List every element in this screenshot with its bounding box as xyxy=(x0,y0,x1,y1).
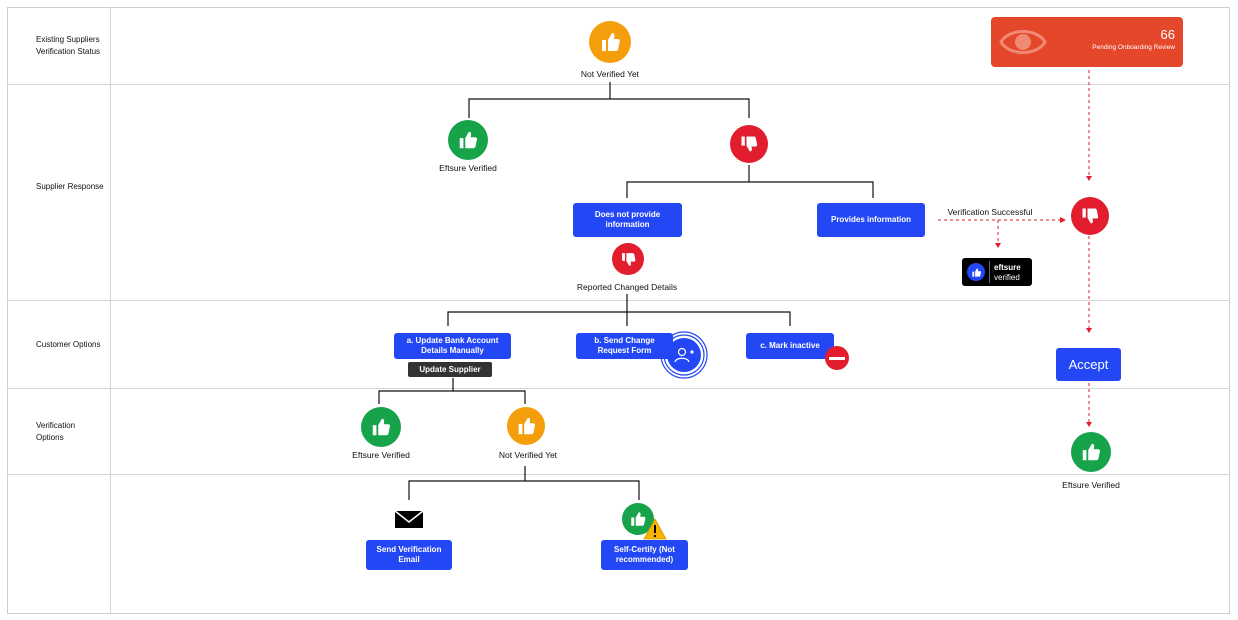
badge-brand: eftsure xyxy=(994,263,1021,272)
node-eftsure-verified-left: Eftsure Verified xyxy=(439,163,497,173)
lane-label-customer: Customer Options xyxy=(36,340,101,349)
send-change-button[interactable]: b. Send Change Request Form xyxy=(576,333,673,359)
thumbs-up-icon xyxy=(1071,432,1111,472)
accept-button[interactable]: Accept xyxy=(1056,348,1121,381)
verification-successful-label: Verification Successful xyxy=(947,207,1033,217)
node-eftsure-verified-mid: Eftsure Verified xyxy=(352,450,410,460)
node-eftsure-verified-right: Eftsure Verified xyxy=(1062,480,1120,490)
pending-count: 66 xyxy=(1160,27,1175,42)
thumbs-up-icon xyxy=(361,407,401,447)
thumbs-up-icon xyxy=(967,263,985,281)
lane-divider-vertical xyxy=(110,7,111,614)
no-entry-icon xyxy=(825,346,849,370)
lane-divider xyxy=(7,474,1230,475)
envelope-icon xyxy=(391,505,427,533)
thumbs-neutral-icon xyxy=(507,407,545,445)
lane-divider xyxy=(7,84,1230,85)
self-certify-button[interactable]: Self-Certify (Not recommended) xyxy=(601,540,688,570)
thumbs-neutral-icon xyxy=(589,21,631,63)
eftsure-verified-badge: eftsure verified xyxy=(962,258,1032,286)
eye-icon xyxy=(999,30,1047,54)
user-add-icon xyxy=(660,331,708,379)
thumbs-up-icon xyxy=(448,120,488,160)
pending-label: Pending Onboarding Review xyxy=(1092,44,1175,51)
lane-label-response: Supplier Response xyxy=(36,182,104,191)
update-bank-button[interactable]: a. Update Bank Account Details Manually xyxy=(394,333,511,359)
badge-sub: verified xyxy=(994,273,1020,282)
lane-label-status: Existing Suppliers Verification Status xyxy=(36,35,101,56)
node-reported-changed: Reported Changed Details xyxy=(576,282,678,292)
does-not-provide-button[interactable]: Does not provide information xyxy=(573,203,682,237)
thumbs-down-icon xyxy=(1071,197,1109,235)
diagram-frame xyxy=(7,7,1230,614)
update-supplier-tag[interactable]: Update Supplier xyxy=(408,362,492,377)
provides-info-button[interactable]: Provides information xyxy=(817,203,925,237)
node-not-verified-mid: Not Verified Yet xyxy=(498,450,558,460)
thumbs-down-icon xyxy=(612,243,644,275)
lane-divider xyxy=(7,388,1230,389)
node-not-verified-top: Not Verified Yet xyxy=(580,69,640,79)
lane-divider xyxy=(7,300,1230,301)
mark-inactive-button[interactable]: c. Mark inactive xyxy=(746,333,834,359)
lane-label-verification: Verification Options xyxy=(36,421,76,442)
send-email-button[interactable]: Send Verification Email xyxy=(366,540,452,570)
thumbs-up-icon xyxy=(622,503,654,535)
warning-icon xyxy=(643,518,667,540)
thumbs-down-icon xyxy=(730,125,768,163)
pending-onboarding-card[interactable]: 66 Pending Onboarding Review xyxy=(991,17,1183,67)
